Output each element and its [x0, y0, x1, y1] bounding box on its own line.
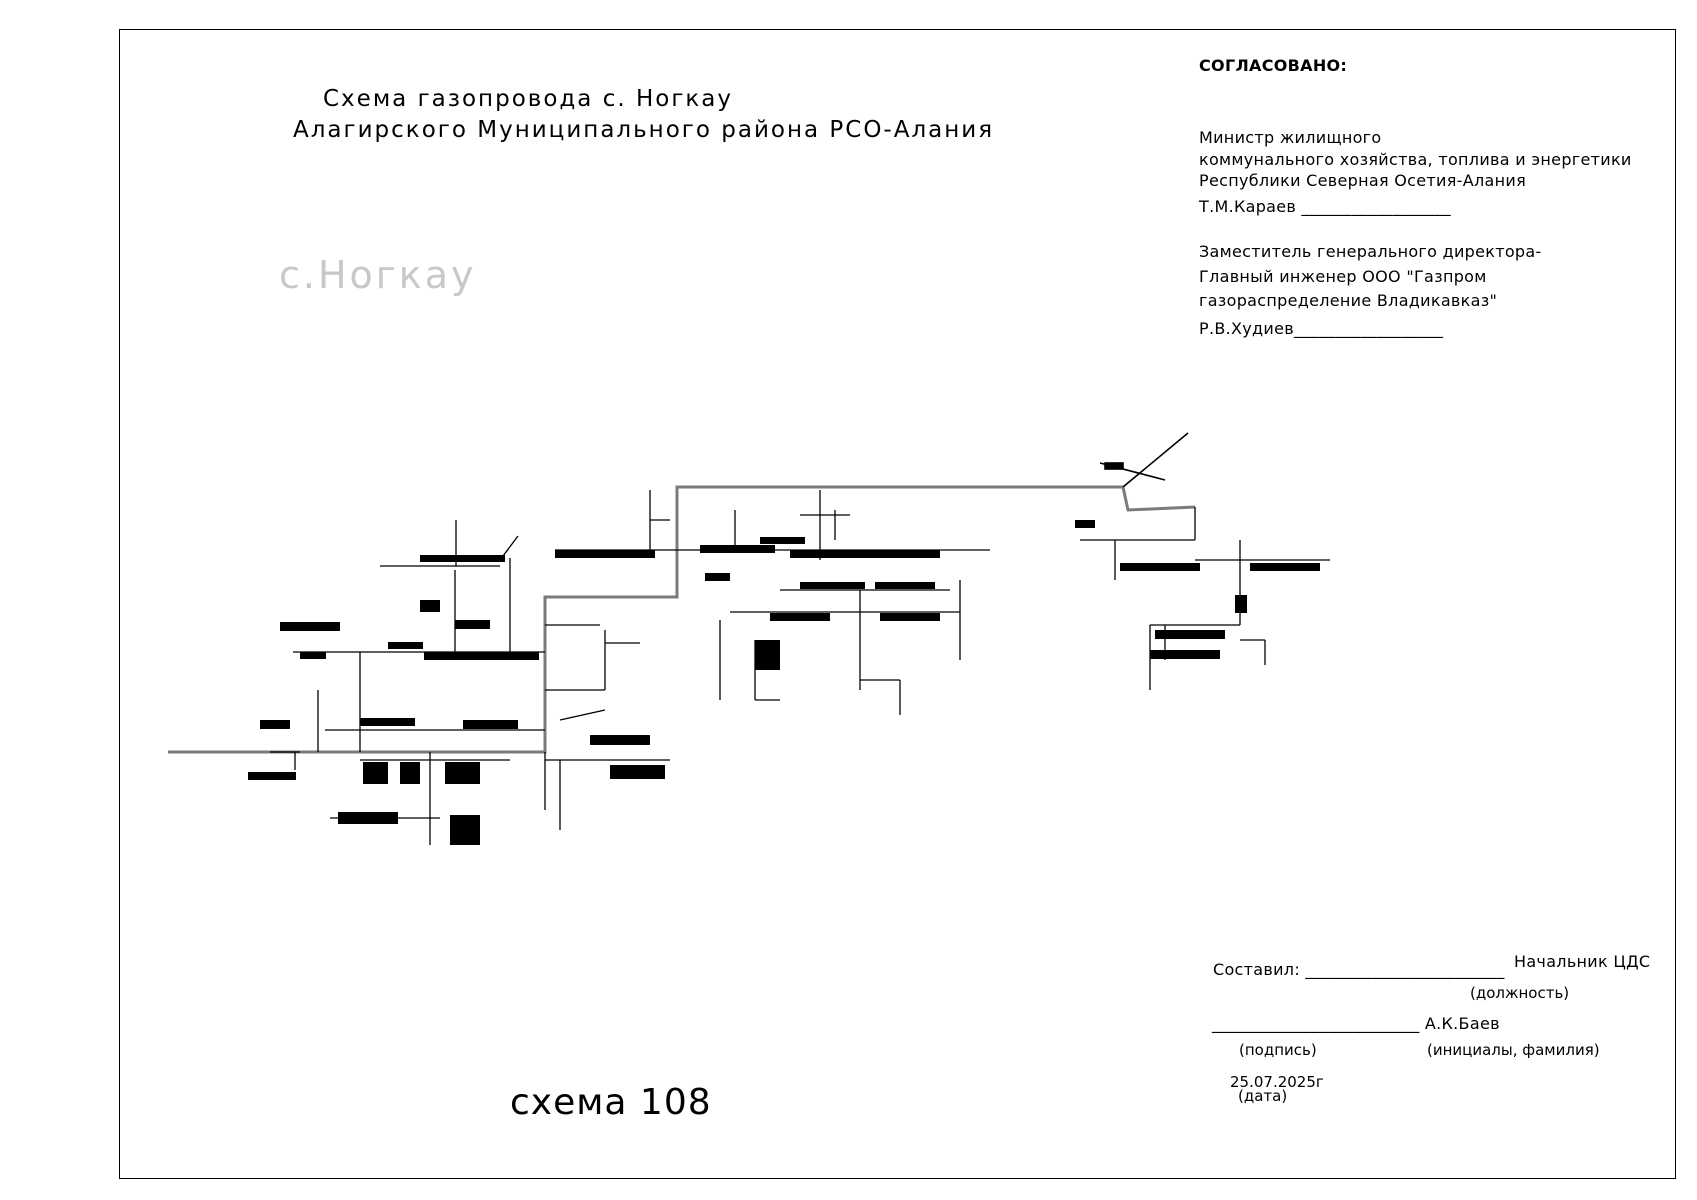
signature-caption: (подпись) [1239, 1041, 1317, 1059]
date-caption: (дата) [1238, 1087, 1288, 1105]
drawing-frame [119, 29, 1676, 1179]
scheme-number: схема 108 [510, 1082, 712, 1123]
deputy-line-1: Заместитель генерального директора- [1199, 242, 1542, 261]
title-line-1: Схема газопровода с. Ногкау [323, 86, 734, 112]
compiled-position: Начальник ЦДС [1514, 952, 1651, 971]
minister-line-1: Министр жилищного [1199, 128, 1382, 147]
compiled-label: Составил: ________________________ [1213, 960, 1505, 979]
position-caption: (должность) [1470, 984, 1570, 1002]
deputy-signature: Р.В.Худиев__________________ [1199, 319, 1444, 338]
minister-line-3: Республики Северная Осетия-Алания [1199, 171, 1526, 190]
minister-signature: Т.М.Караев __________________ [1199, 197, 1451, 216]
title-line-2: Алагирского Муниципального района РСО-Ал… [293, 117, 995, 143]
compiled-date: 25.07.2025г [1230, 1073, 1324, 1091]
village-label: с.Ногкау [279, 253, 477, 297]
house-connections [248, 520, 1320, 845]
deputy-line-3: газораспределение Владикавказ" [1199, 291, 1498, 310]
name-caption: (инициалы, фамилия) [1427, 1041, 1600, 1059]
inlet-line [1099, 432, 1189, 488]
deputy-line-2: Главный инженер ООО "Газпром [1199, 267, 1487, 286]
compiled-sign-line: _________________________ А.К.Баев [1212, 1014, 1500, 1033]
approval-heading: СОГЛАСОВАНО: [1199, 56, 1348, 75]
main-gas-pipeline [168, 485, 1196, 754]
minister-line-2: коммунального хозяйства, топлива и энерг… [1199, 150, 1632, 169]
